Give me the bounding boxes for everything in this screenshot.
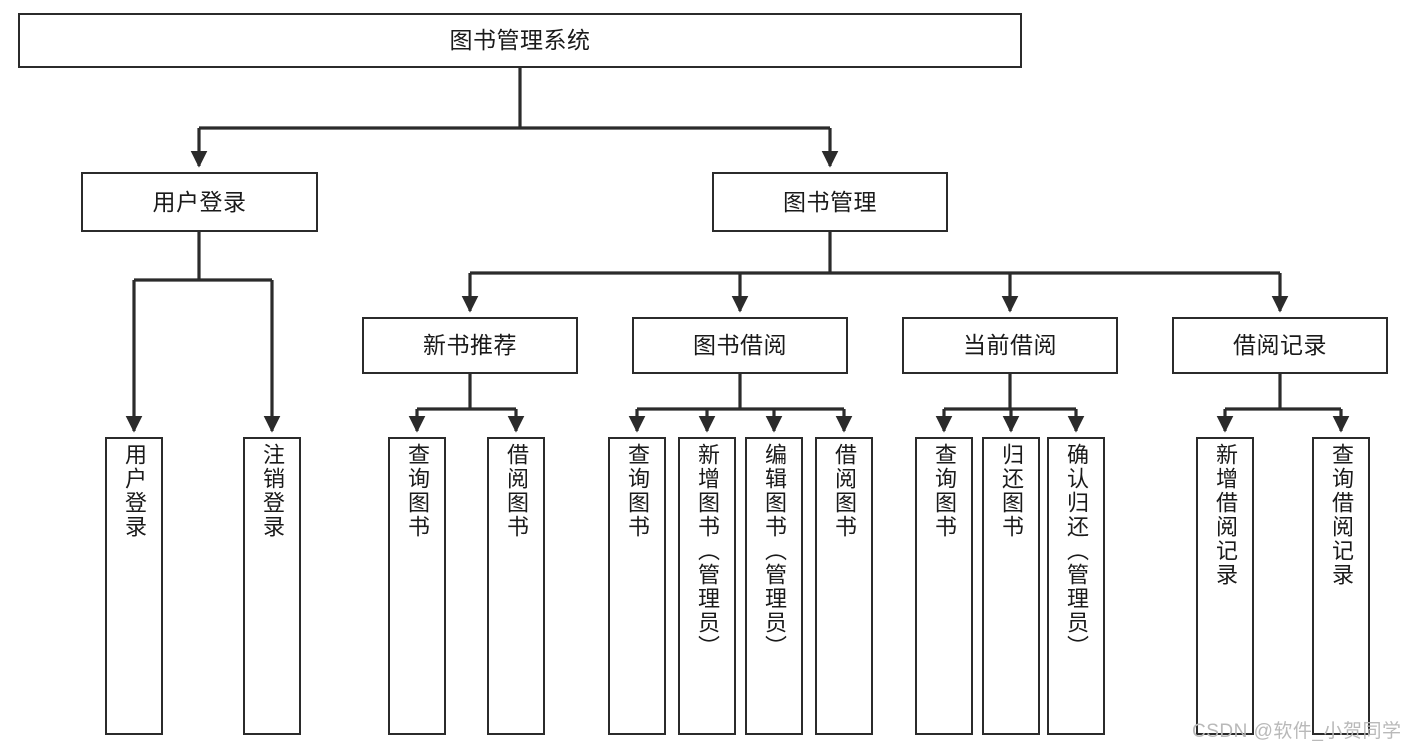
- node-leaf-return-book-label: 归还图书: [999, 443, 1024, 539]
- node-book-manage[interactable]: 图书管理: [712, 172, 948, 232]
- node-book-manage-label: 图书管理: [783, 188, 877, 215]
- node-book-borrow-label: 图书借阅: [693, 332, 787, 359]
- node-book-borrow[interactable]: 图书借阅: [632, 317, 848, 374]
- node-leaf-user-login-label: 用户登录: [122, 443, 147, 539]
- node-leaf-return-book[interactable]: 归还图书: [982, 437, 1040, 735]
- node-leaf-add-book-label: 新增图书（管理员）: [695, 443, 720, 659]
- node-borrow-record[interactable]: 借阅记录: [1172, 317, 1388, 374]
- node-leaf-borrow-book-2-label: 借阅图书: [832, 443, 857, 539]
- node-new-book-rec-label: 新书推荐: [423, 332, 517, 359]
- node-leaf-borrow-book-1-label: 借阅图书: [504, 443, 529, 539]
- node-leaf-query-record[interactable]: 查询借阅记录: [1312, 437, 1370, 735]
- node-leaf-add-book[interactable]: 新增图书（管理员）: [678, 437, 736, 735]
- node-leaf-confirm-return[interactable]: 确认归还（管理员）: [1047, 437, 1105, 735]
- node-borrow-record-label: 借阅记录: [1233, 332, 1327, 359]
- node-leaf-borrow-book-1[interactable]: 借阅图书: [487, 437, 545, 735]
- node-new-book-rec[interactable]: 新书推荐: [362, 317, 578, 374]
- node-leaf-query-record-label: 查询借阅记录: [1329, 443, 1354, 587]
- node-leaf-query-book-2-label: 查询图书: [625, 443, 650, 539]
- node-leaf-borrow-book-2[interactable]: 借阅图书: [815, 437, 873, 735]
- node-leaf-user-logout-label: 注销登录: [260, 443, 285, 539]
- node-leaf-edit-book[interactable]: 编辑图书（管理员）: [745, 437, 803, 735]
- node-leaf-query-book-3-label: 查询图书: [932, 443, 957, 539]
- node-leaf-user-logout[interactable]: 注销登录: [243, 437, 301, 735]
- node-leaf-edit-book-label: 编辑图书（管理员）: [762, 443, 787, 659]
- node-user-login[interactable]: 用户登录: [81, 172, 318, 232]
- node-leaf-add-record[interactable]: 新增借阅记录: [1196, 437, 1254, 735]
- node-current-borrow[interactable]: 当前借阅: [902, 317, 1118, 374]
- node-leaf-user-login[interactable]: 用户登录: [105, 437, 163, 735]
- node-leaf-query-book-1[interactable]: 查询图书: [388, 437, 446, 735]
- node-leaf-confirm-return-label: 确认归还（管理员）: [1064, 443, 1089, 659]
- csdn-watermark: CSDN @软件_小贺同学: [1192, 721, 1402, 742]
- node-leaf-query-book-3[interactable]: 查询图书: [915, 437, 973, 735]
- node-leaf-query-book-2[interactable]: 查询图书: [608, 437, 666, 735]
- node-root-label: 图书管理系统: [449, 27, 591, 54]
- node-leaf-add-record-label: 新增借阅记录: [1213, 443, 1238, 587]
- node-root[interactable]: 图书管理系统: [18, 13, 1022, 68]
- node-user-login-label: 用户登录: [152, 188, 247, 215]
- node-current-borrow-label: 当前借阅: [963, 332, 1057, 359]
- node-leaf-query-book-1-label: 查询图书: [405, 443, 430, 539]
